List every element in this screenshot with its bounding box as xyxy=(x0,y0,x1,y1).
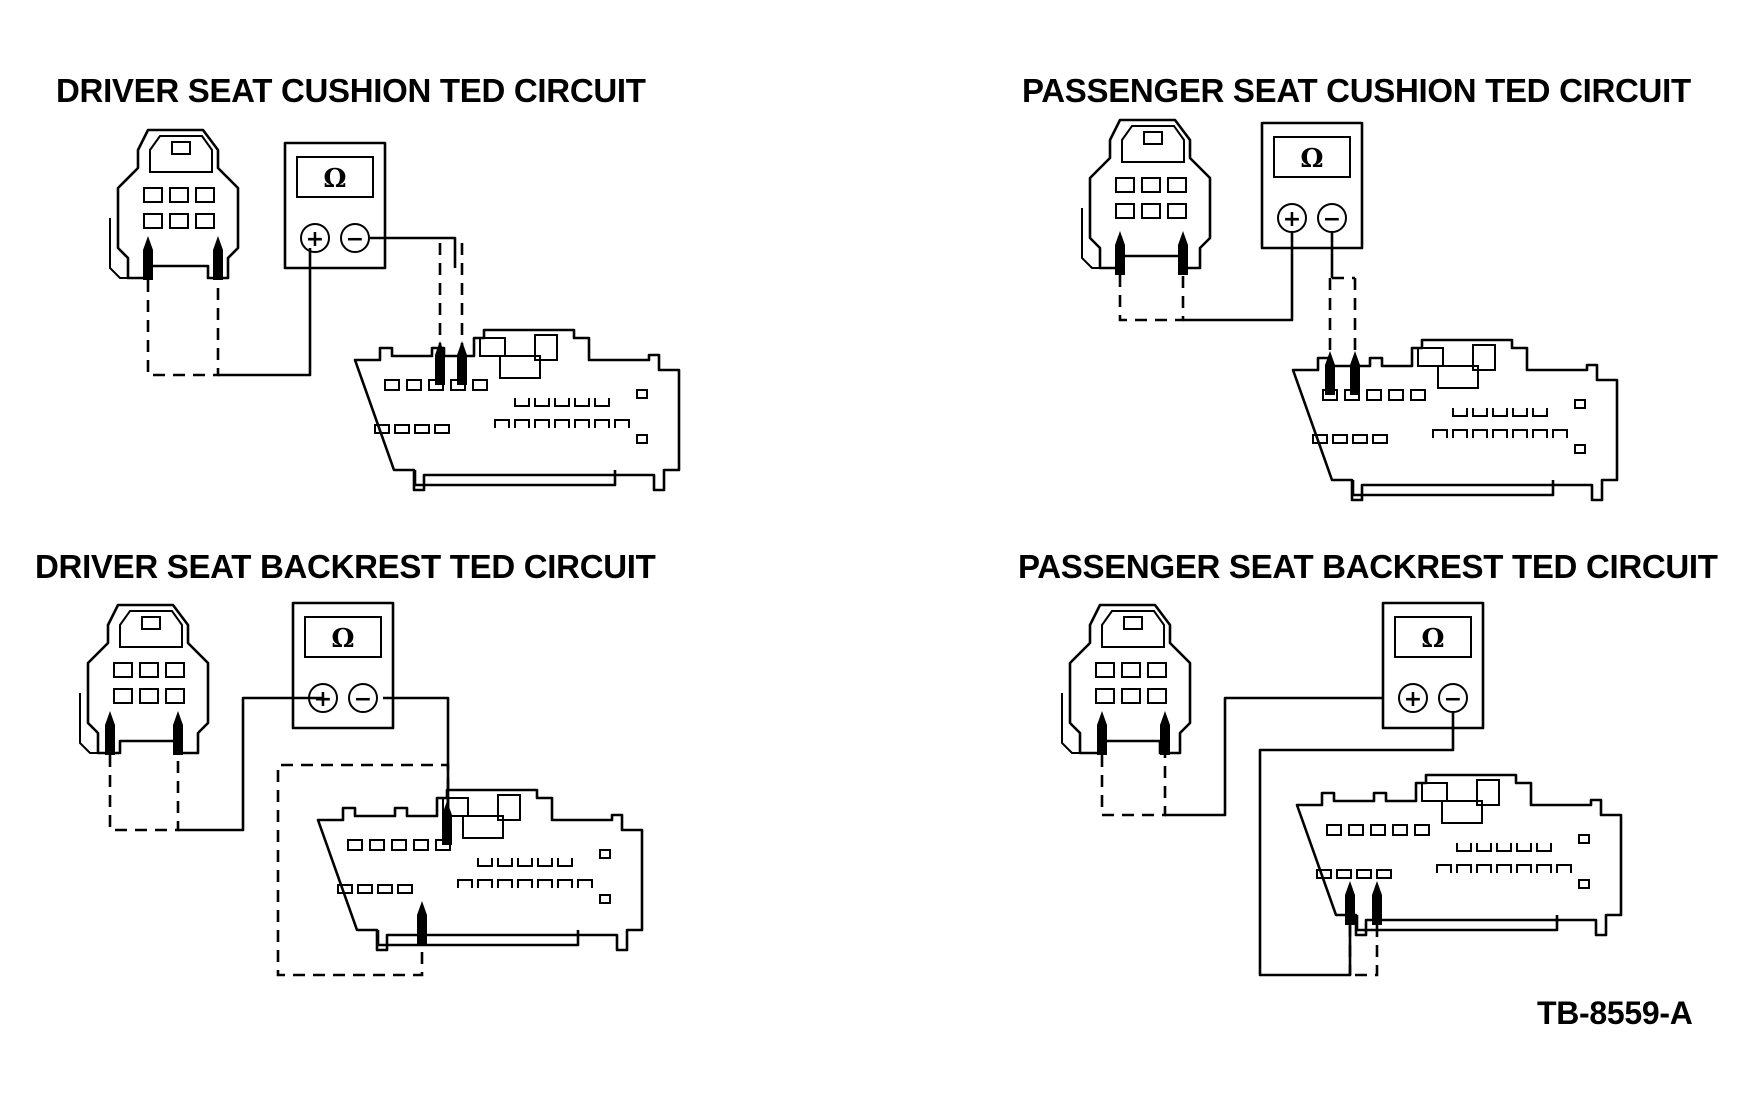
driver-seat-backrest-title: DRIVER SEAT BACKREST TED CIRCUIT xyxy=(35,548,656,585)
plus-terminal: + xyxy=(306,227,324,252)
svg-text:−: − xyxy=(1444,687,1462,712)
passenger-seat-backrest-title: PASSENGER SEAT BACKREST TED CIRCUIT xyxy=(1018,548,1718,585)
svg-text:Ω: Ω xyxy=(331,624,354,654)
passenger-cushion-diagram: Ω + − xyxy=(1080,118,1619,502)
control-module-2 xyxy=(1291,338,1619,502)
svg-text:Ω: Ω xyxy=(1300,144,1323,174)
ohmmeter-2: Ω + − xyxy=(1260,121,1364,250)
svg-text:+: + xyxy=(1404,687,1422,712)
seat-sensor-connector-4 xyxy=(1060,603,1192,755)
passenger-seat-cushion-title: PASSENGER SEAT CUSHION TED CIRCUIT xyxy=(1022,72,1691,109)
svg-text:Ω: Ω xyxy=(1421,624,1444,654)
control-module-1 xyxy=(353,328,681,492)
driver-backrest-diagram: Ω + − xyxy=(78,601,644,977)
seat-sensor-connector-2 xyxy=(1080,118,1212,270)
ohm-symbol: Ω xyxy=(323,164,346,194)
svg-text:+: + xyxy=(314,687,332,712)
svg-text:−: − xyxy=(1323,207,1341,232)
passenger-backrest-diagram: Ω + − xyxy=(1060,601,1623,977)
minus-terminal: − xyxy=(346,227,364,252)
seat-sensor-connector-3 xyxy=(78,603,210,755)
ohmmeter-4: Ω + − xyxy=(1381,601,1485,730)
ohmmeter-3: Ω + − xyxy=(291,601,395,730)
driver-cushion-diagram: Ω + − xyxy=(108,128,681,492)
svg-text:−: − xyxy=(354,687,372,712)
control-module-3 xyxy=(316,788,644,952)
ohmmeter-1: Ω + − xyxy=(283,141,387,270)
figure-reference: TB-8559-A xyxy=(1537,995,1693,1031)
svg-text:+: + xyxy=(1283,207,1301,232)
driver-seat-cushion-title: DRIVER SEAT CUSHION TED CIRCUIT xyxy=(56,72,646,109)
